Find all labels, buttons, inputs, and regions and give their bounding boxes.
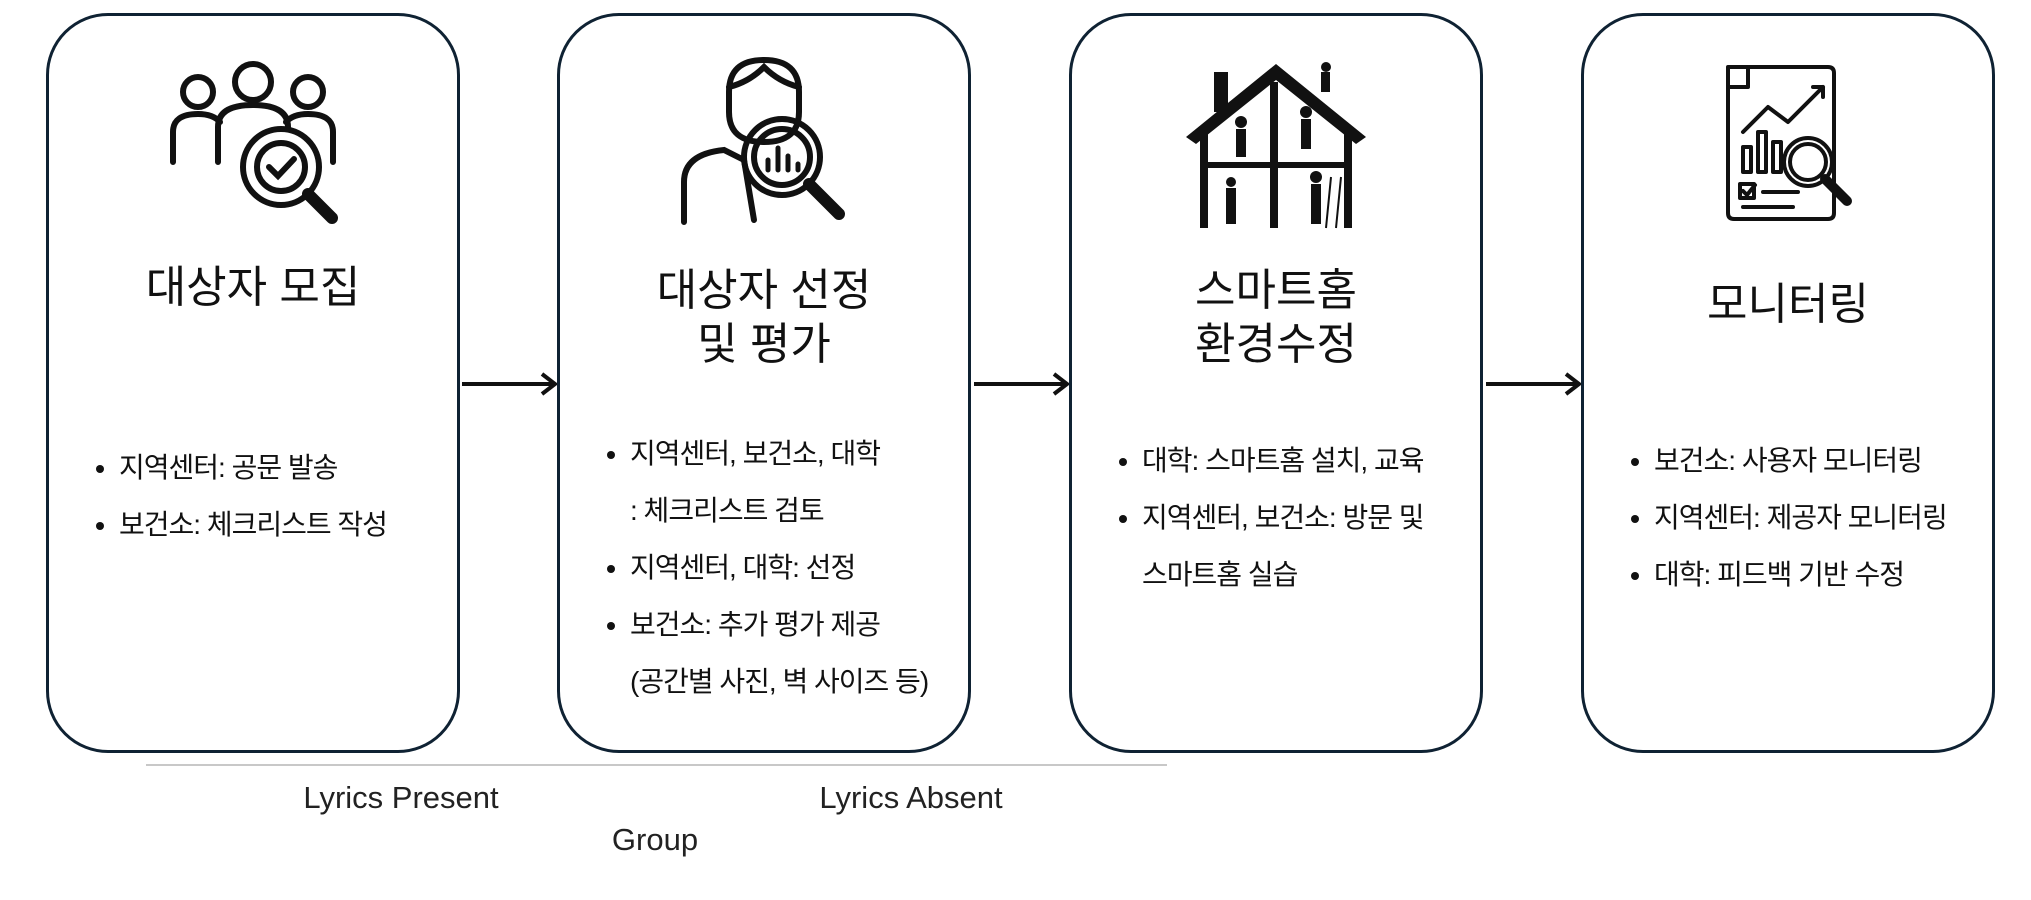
step-title-line: 스마트홈	[1195, 266, 1357, 315]
bullet-item: 지역센터: 공문 발송	[119, 439, 447, 496]
bullet-item: 지역센터: 제공자 모니터링	[1654, 489, 1982, 546]
step-card-selection: 대상자 선정 및 평가 지역센터, 보건소, 대학 : 체크리스트 검토 지역센터…	[557, 13, 971, 753]
step-title: 대상자 선정 및 평가	[560, 264, 968, 372]
step-title-line: 환경수정	[1195, 320, 1357, 369]
step-title: 스마트홈 환경수정	[1072, 264, 1480, 372]
step-title: 대상자 모집	[145, 263, 361, 312]
axis-tick-label: Lyrics Absent	[819, 780, 1003, 815]
step-bullets: 보건소: 사용자 모니터링 지역센터: 제공자 모니터링 대학: 피드백 기반 …	[1622, 432, 1982, 603]
step-bullets: 지역센터: 공문 발송 보건소: 체크리스트 작성	[87, 439, 447, 553]
bullet-item: 보건소: 사용자 모니터링	[1654, 432, 1982, 489]
bullet-line: 지역센터, 보건소: 방문 및	[1142, 502, 1425, 533]
step-bullets: 지역센터, 보건소, 대학 : 체크리스트 검토 지역센터, 대학: 선정 보건소…	[598, 425, 958, 710]
step-card-monitoring: 모니터링 보건소: 사용자 모니터링 지역센터: 제공자 모니터링 대학: 피드…	[1581, 13, 1995, 753]
arrow-right-icon	[462, 372, 557, 396]
axis-title: Group	[611, 822, 699, 857]
people-check-search-icon	[170, 61, 338, 224]
bullet-item: 대학: 피드백 기반 수정	[1654, 546, 1982, 603]
step-card-recruitment: 대상자 모집 지역센터: 공문 발송 보건소: 체크리스트 작성	[46, 13, 460, 753]
step-card-home-modification: 스마트홈 환경수정 대학: 스마트홈 설치, 교육 지역센터, 보건소: 방문 …	[1069, 13, 1483, 753]
arrow-right-icon	[1486, 372, 1581, 396]
axis-tick-label: Lyrics Present	[303, 780, 499, 815]
house-renovation-workers-icon	[1186, 62, 1366, 229]
bullet-item: 지역센터, 보건소, 대학 : 체크리스트 검토	[630, 425, 958, 539]
step-title-line: 대상자 선정	[656, 266, 872, 315]
bullet-line: : 체크리스트 검토	[630, 495, 825, 526]
bullet-item: 보건소: 추가 평가 제공 (공간별 사진, 벽 사이즈 등)	[630, 596, 958, 710]
report-magnifier-icon	[1726, 65, 1852, 221]
bullet-line: 스마트홈 실습	[1142, 559, 1298, 590]
arrow-right-icon	[974, 372, 1069, 396]
person-magnifier-chart-icon	[681, 56, 845, 225]
step-title-line: 및 평가	[697, 320, 831, 369]
step-title: 모니터링	[1707, 280, 1869, 329]
bullet-item: 대학: 스마트홈 설치, 교육	[1142, 432, 1470, 489]
bullet-item: 보건소: 체크리스트 작성	[119, 496, 447, 553]
bullet-line: (공간별 사진, 벽 사이즈 등)	[630, 666, 929, 697]
bullet-item: 지역센터, 대학: 선정	[630, 539, 958, 596]
bullet-line: 지역센터, 보건소, 대학	[630, 438, 881, 469]
axis-line	[146, 764, 1167, 766]
bullet-line: 보건소: 추가 평가 제공	[630, 609, 881, 640]
